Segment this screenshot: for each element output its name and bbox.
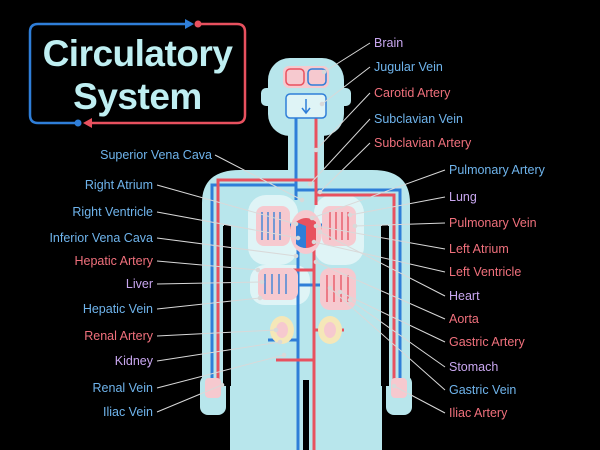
label-hepatic-artery: Hepatic Artery (74, 254, 153, 268)
label-stomach: Stomach (449, 360, 499, 374)
label-pulmonary-artery: Pulmonary Artery (449, 163, 545, 177)
label-superior-vena-cava: Superior Vena Cava (100, 148, 212, 162)
label-pulmonary-vein: Pulmonary Vein (449, 216, 537, 230)
label-left-atrium: Left Atrium (449, 242, 509, 256)
label-right-atrium: Right Atrium (84, 178, 153, 192)
label-brain: Brain (374, 36, 404, 50)
label-lung: Lung (449, 190, 477, 204)
label-liver: Liver (125, 277, 153, 291)
label-kidney: Kidney (114, 354, 153, 368)
label-heart: Heart (449, 289, 480, 303)
brain (283, 66, 329, 88)
label-inferior-vena-cava: Inferior Vena Cava (49, 231, 153, 245)
title-line-2: System (73, 76, 202, 117)
label-renal-artery: Renal Artery (84, 329, 153, 343)
liver (258, 268, 298, 300)
label-aorta: Aorta (449, 312, 479, 326)
stomach (320, 268, 356, 310)
label-iliac-vein: Iliac Vein (102, 405, 153, 419)
label-hepatic-vein: Hepatic Vein (82, 302, 153, 316)
arm-gaps (223, 226, 389, 450)
label-iliac-artery: Iliac Artery (449, 406, 508, 420)
title-box: Circulatory System (30, 22, 245, 127)
title-frame-arrows (28, 19, 247, 128)
label-gastric-artery: Gastric Artery (449, 335, 525, 349)
lung-right (322, 206, 356, 246)
label-left-ventricle: Left Ventricle (449, 265, 522, 279)
label-jugular-vein: Jugular Vein (374, 60, 443, 74)
hand-capillaries (205, 378, 407, 398)
label-subclavian-vein: Subclavian Vein (374, 112, 463, 126)
leader-lines (156, 42, 446, 414)
kidneys (270, 316, 342, 344)
label-renal-vein: Renal Vein (92, 381, 153, 395)
label-right-ventricle: Right Ventricle (72, 205, 153, 219)
face-box (285, 93, 327, 119)
lung-left (256, 206, 290, 246)
label-gastric-vein: Gastric Vein (449, 383, 517, 397)
label-carotid-artery: Carotid Artery (374, 86, 451, 100)
label-subclavian-artery: Subclavian Artery (374, 136, 472, 150)
title-line-1: Circulatory (42, 33, 233, 74)
